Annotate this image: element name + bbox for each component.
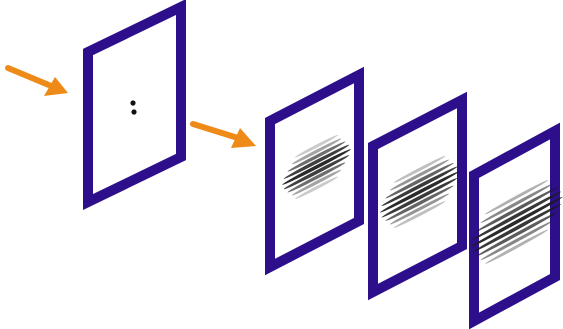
fringe-band (389, 193, 450, 225)
interference-pattern (380, 155, 459, 229)
fringe-band (380, 171, 459, 213)
interference-pattern (282, 134, 351, 200)
fringe-band (393, 155, 446, 183)
fringe-band (389, 159, 450, 191)
fringe-band (385, 162, 454, 199)
fringe-band (291, 169, 342, 196)
detector-screen-frame (469, 122, 560, 329)
fringe-band (472, 203, 561, 253)
aperture-dot-bottom (131, 109, 137, 115)
fringe-band (294, 176, 339, 200)
fringe-band (393, 201, 446, 229)
fringe-band (480, 183, 553, 223)
source-screen (83, 0, 186, 210)
fringe-band (475, 187, 558, 232)
fringe-band (480, 221, 553, 261)
fringe-band (470, 196, 563, 248)
detector-screen-frame (368, 91, 467, 301)
detector-screen-frame (265, 66, 364, 276)
fringe-band (291, 138, 342, 165)
input-arrow (5, 65, 68, 96)
fringe-band (484, 179, 549, 215)
fringe-band (472, 191, 561, 241)
fringe-band (475, 212, 558, 257)
aperture-dot-top (130, 100, 136, 106)
fringe-band (287, 141, 346, 172)
fringe-band (381, 177, 458, 218)
fringe-band (294, 134, 339, 158)
propagation-arrow (190, 121, 256, 148)
detector-screen-1 (265, 66, 364, 276)
fringe-band (385, 185, 454, 222)
arrow-right-down-icon (190, 121, 241, 141)
fringe-band (283, 155, 350, 190)
arrow-head (44, 77, 68, 96)
fringe-band (283, 144, 350, 179)
interference-pattern (470, 179, 563, 265)
arrow-right-down-icon (5, 65, 59, 91)
detector-screen-2 (368, 91, 467, 301)
fringe-band (287, 162, 346, 193)
fringe-band (381, 166, 458, 207)
fringe-band (282, 149, 351, 185)
fringe-band (484, 229, 549, 265)
detector-screens (265, 66, 563, 329)
arrow-head (231, 128, 256, 148)
detector-screen-3 (469, 122, 563, 329)
